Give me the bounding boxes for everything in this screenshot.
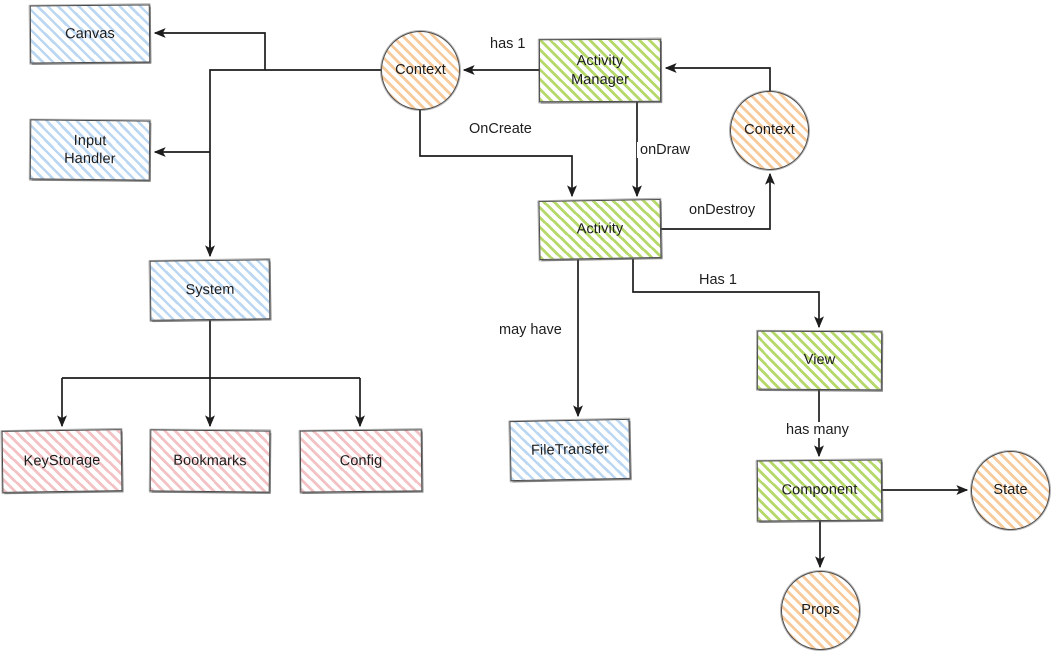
node-bookmarks-label: Bookmarks bbox=[173, 452, 247, 470]
node-bookmarks[interactable]: Bookmarks bbox=[149, 429, 271, 493]
node-component[interactable]: Component bbox=[756, 459, 883, 522]
edge-label-has-many: has many bbox=[783, 422, 852, 438]
edge-activity-to-context-right bbox=[661, 172, 775, 230]
node-activity[interactable]: Activity bbox=[538, 198, 662, 261]
node-canvas[interactable]: Canvas bbox=[29, 4, 151, 64]
node-activity-label: Activity bbox=[576, 221, 624, 238]
edge-label-ondestroy: onDestroy bbox=[686, 202, 759, 218]
node-state[interactable]: State bbox=[971, 451, 1050, 530]
edge-label-ondraw: onDraw bbox=[637, 142, 693, 158]
node-context-left[interactable]: Context bbox=[381, 31, 460, 110]
node-keystorage[interactable]: KeyStorage bbox=[1, 429, 123, 493]
node-props[interactable]: Props bbox=[781, 571, 860, 650]
node-activity-manager[interactable]: Activity Manager bbox=[538, 38, 662, 103]
node-system[interactable]: System bbox=[149, 259, 271, 321]
node-context-right-label: Context bbox=[744, 122, 795, 139]
edge-context-to-activity bbox=[419, 110, 577, 198]
edge-activity-to-view bbox=[632, 259, 824, 329]
edge-context-to-canvas bbox=[153, 28, 266, 70]
node-view[interactable]: View bbox=[756, 330, 883, 391]
node-context-right[interactable]: Context bbox=[730, 91, 809, 170]
edge-label-may-have: may have bbox=[496, 322, 565, 338]
node-activity-manager-label: Activity Manager bbox=[571, 53, 630, 88]
node-filetransfer-label: FileTransfer bbox=[530, 441, 610, 459]
node-view-label: View bbox=[803, 352, 836, 369]
node-input-handler[interactable]: Input Handler bbox=[29, 119, 151, 181]
node-input-handler-label: Input Handler bbox=[64, 132, 116, 168]
node-config[interactable]: Config bbox=[299, 429, 423, 493]
node-state-label: State bbox=[993, 482, 1028, 499]
edge-label-has-1: has 1 bbox=[487, 36, 529, 52]
edge-context-right-to-activity-manager bbox=[664, 63, 771, 91]
node-filetransfer[interactable]: FileTransfer bbox=[509, 418, 631, 482]
node-keystorage-label: KeyStorage bbox=[23, 452, 101, 470]
edge-label-oncreate: OnCreate bbox=[466, 121, 535, 137]
node-system-label: System bbox=[185, 281, 235, 299]
node-component-label: Component bbox=[781, 482, 858, 499]
node-context-left-label: Context bbox=[395, 62, 446, 79]
node-config-label: Config bbox=[339, 452, 383, 470]
node-props-label: Props bbox=[801, 602, 840, 619]
edge-label-has-1-view: Has 1 bbox=[696, 272, 740, 288]
edge-spine-vertical bbox=[209, 69, 265, 255]
edge-system-bus bbox=[62, 320, 360, 379]
node-canvas-label: Canvas bbox=[65, 25, 115, 43]
